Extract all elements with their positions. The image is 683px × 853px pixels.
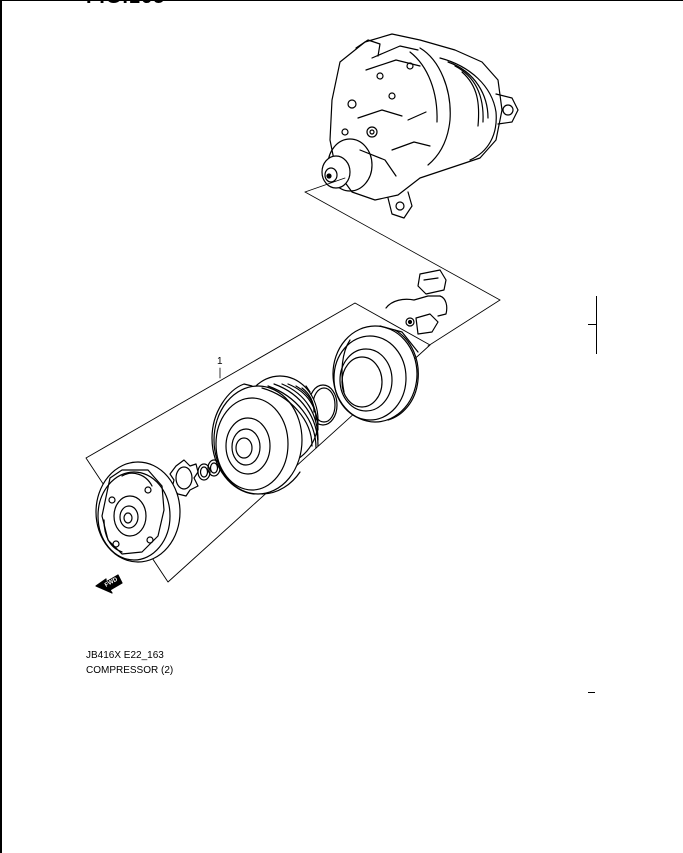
right-side-tick (596, 296, 597, 354)
shim-washers (169, 459, 221, 497)
top-border-line (0, 0, 683, 1)
left-border-line (0, 0, 2, 853)
diagram-code: JB416X E22_163 (86, 650, 164, 661)
forward-arrow-icon: FWD (95, 574, 123, 594)
callout-number: 1 (217, 356, 223, 367)
leader-lines (304, 177, 501, 347)
diagram-name: COMPRESSOR (2) (86, 665, 174, 676)
figure-title: FIG.163 (86, 0, 165, 9)
right-side-tick-branch (588, 324, 597, 325)
lead-wire-connector (385, 269, 448, 335)
armature-plate (95, 461, 181, 563)
compressor-assembly (321, 33, 519, 219)
right-lower-dash (588, 692, 595, 693)
field-coil (332, 325, 419, 423)
pulley (211, 375, 319, 495)
